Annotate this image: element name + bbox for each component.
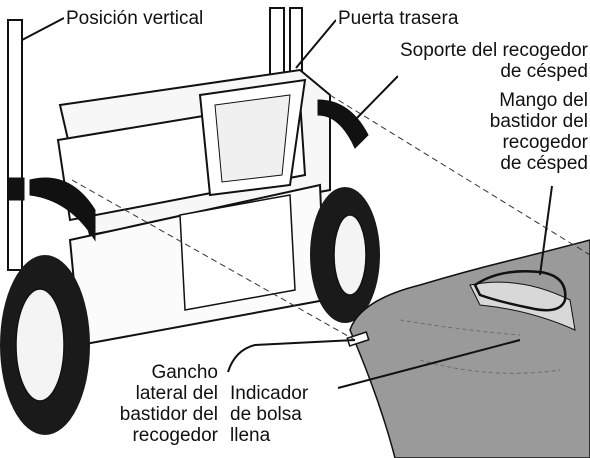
grass-catcher-bag [349, 239, 590, 458]
leader-lines [21, 17, 553, 389]
front-left-wheel [0, 255, 90, 435]
rear-door [198, 78, 307, 197]
label-full-bag-indicator: Indicador de bolsa llena [228, 383, 311, 446]
label-side-hook: Gancho lateral del bastidor del recogedo… [90, 362, 220, 446]
catcher-frame-handle [473, 270, 567, 312]
side-hook-hardware [346, 331, 370, 347]
label-catcher-frame-handle: Mango del bastidor del recogedor de césp… [487, 90, 590, 174]
left-bracket [7, 177, 96, 242]
label-rear-door: Puerta trasera [336, 8, 461, 29]
label-upright-position: Posición vertical [64, 8, 206, 29]
label-catcher-support: Soporte del recogedor de césped [397, 40, 590, 82]
catcher-support-bracket [317, 99, 369, 149]
rear-right-wheel [310, 187, 380, 323]
